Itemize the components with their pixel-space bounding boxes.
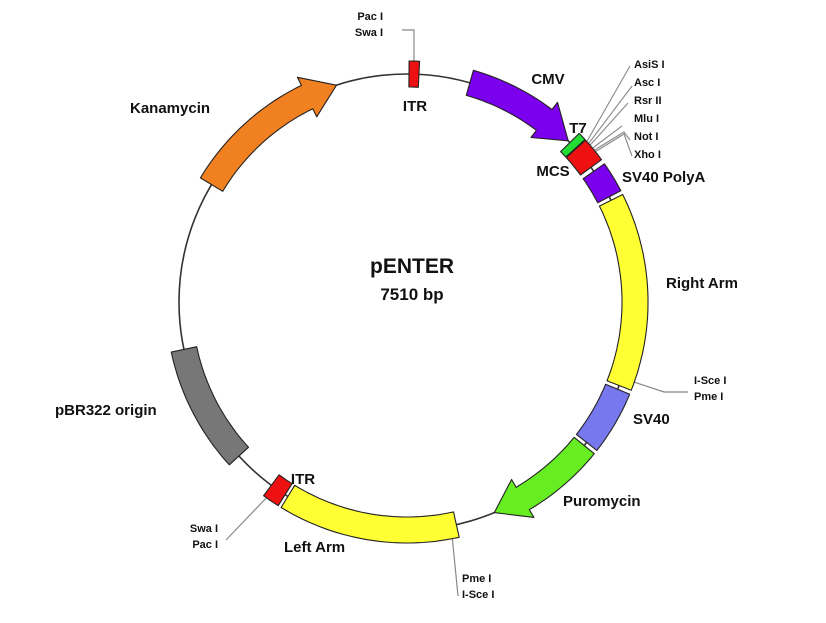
site-label: Xho I bbox=[634, 149, 661, 161]
feature-sv40 bbox=[575, 383, 631, 451]
feature-t7 bbox=[560, 132, 586, 158]
feature-label-pbr322-origin: pBR322 origin bbox=[55, 402, 157, 419]
site-label: Swa I bbox=[355, 27, 383, 39]
site-label: Not I bbox=[634, 131, 658, 143]
site-leader-mcs-sites-0 bbox=[581, 65, 631, 151]
site-leader-mcs-sites-2 bbox=[583, 102, 629, 153]
plasmid-name: pENTER bbox=[370, 255, 454, 278]
feature-kanamycin bbox=[199, 76, 338, 192]
feature-label-puromycin: Puromycin bbox=[563, 493, 641, 510]
feature-mcs bbox=[565, 139, 603, 176]
feature-label-sv40: SV40 bbox=[633, 411, 670, 428]
site-leader-mcs-sites-1 bbox=[582, 85, 633, 152]
site-label: Pme I bbox=[462, 573, 491, 585]
site-label: Mlu I bbox=[634, 113, 659, 125]
site-label: Asc I bbox=[634, 77, 660, 89]
feature-pbr322-origin bbox=[170, 346, 250, 466]
feature-sv40-polya bbox=[582, 163, 622, 204]
feature-label-t7: T7 bbox=[569, 120, 587, 137]
site-leader-mcs-sites-5 bbox=[589, 133, 633, 157]
site-label: Swa I bbox=[190, 523, 218, 535]
feature-cmv bbox=[465, 69, 569, 142]
site-label: Pac I bbox=[357, 11, 383, 23]
feature-label-sv40-polya: SV40 PolyA bbox=[622, 169, 706, 186]
site-leader-mcs-sites-4 bbox=[587, 131, 631, 155]
site-label: I-Sce I bbox=[462, 589, 494, 601]
plasmid-size: 7510 bp bbox=[380, 285, 443, 304]
feature-itr-top bbox=[408, 60, 421, 88]
feature-label-cmv: CMV bbox=[531, 71, 564, 88]
feature-label-itr-bottom: ITR bbox=[291, 471, 315, 488]
site-label: AsiS I bbox=[634, 59, 665, 71]
feature-label-itr-top: ITR bbox=[403, 98, 427, 115]
site-leader-left-pme-isce bbox=[451, 534, 459, 597]
site-leader-top-pac-swa bbox=[402, 29, 415, 72]
site-leader-right-isce-pme bbox=[633, 381, 688, 393]
site-leader-bottom-swa-pac bbox=[225, 491, 273, 541]
feature-label-left-arm: Left Arm bbox=[284, 539, 345, 556]
feature-left-arm bbox=[280, 484, 460, 544]
feature-label-right-arm: Right Arm bbox=[666, 275, 738, 292]
feature-label-mcs: MCS bbox=[536, 163, 569, 180]
site-label: Rsr II bbox=[634, 95, 662, 107]
feature-itr-bottom bbox=[263, 474, 293, 507]
feature-label-kanamycin: Kanamycin bbox=[130, 100, 210, 117]
site-label: Pme I bbox=[694, 391, 723, 403]
site-label: I-Sce I bbox=[694, 375, 726, 387]
site-labels: Pac I Swa I AsiS I Asc I Rsr II Mlu I Not I Xho… bbox=[190, 11, 727, 601]
feature-segments bbox=[170, 60, 649, 544]
feature-puromycin bbox=[493, 436, 595, 518]
site-label: Pac I bbox=[192, 539, 218, 551]
feature-right-arm bbox=[598, 193, 649, 391]
